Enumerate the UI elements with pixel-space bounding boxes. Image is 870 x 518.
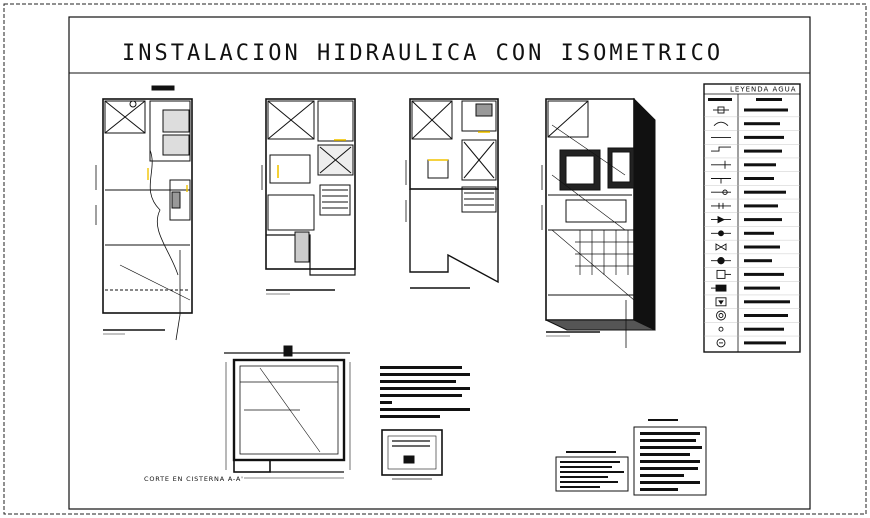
legend-header-left: [708, 98, 732, 101]
legend-row-text: [744, 177, 774, 180]
notes-block-center: [380, 366, 470, 418]
legend-title: LEYENDA AGUA: [730, 86, 797, 94]
sheet-title: INSTALACION HIDRAULICA CON ISOMETRICO: [122, 41, 723, 66]
legend-row-text: [744, 231, 774, 235]
plan-second-accents: [277, 139, 346, 178]
legend-header-right: [756, 98, 782, 101]
legend-row: [704, 116, 800, 127]
legend-rows: [704, 106, 800, 348]
legend-row-text: [744, 149, 782, 153]
down-arrow-box-icon: [715, 297, 727, 307]
legend-row: [704, 267, 800, 279]
target-icon: [716, 310, 726, 321]
legend-row: [704, 308, 800, 321]
check-valve-icon: [711, 215, 731, 224]
legend-row-text: [744, 272, 784, 276]
arc-icon: [713, 121, 729, 127]
valve-circle-icon: [711, 189, 731, 195]
legend-row: [704, 198, 800, 209]
legend-row: [704, 239, 800, 251]
gate-valve-icon: [711, 202, 731, 209]
legend-row-text: [744, 163, 776, 167]
legend-row: [704, 157, 800, 169]
legend-row: [713, 106, 788, 114]
drain-circle-icon: [716, 338, 726, 348]
legend-row-text: [744, 286, 780, 290]
legend-row-text: [744, 218, 782, 222]
notes-block-lower: [555, 451, 629, 492]
legend-row: [704, 294, 800, 307]
cistern-section: [224, 345, 351, 479]
legend-row: [704, 322, 800, 332]
legend-row-text: [744, 259, 772, 263]
legend-row-text: [744, 300, 790, 304]
legend-row-text: [744, 108, 788, 112]
cistern-plan-detail: [381, 429, 443, 480]
legend-row-text: [744, 341, 786, 345]
legend-row: [704, 185, 800, 195]
elbow-icon: [711, 146, 731, 152]
plan-ground-floor: [95, 85, 193, 341]
legend-row: [704, 130, 800, 139]
heater-icon: [711, 284, 727, 292]
legend-row-text: [744, 245, 780, 249]
plan-third-accents: [428, 131, 490, 161]
bowtie-valve-icon: [715, 243, 727, 251]
legend-row: [704, 171, 800, 184]
legend-row: [704, 226, 800, 237]
legend-table: LEYENDA AGUA: [703, 83, 801, 353]
riser-icon: [711, 160, 731, 169]
legend-row-text: [744, 327, 784, 331]
legend-row: [704, 335, 800, 348]
pump-icon: [711, 257, 731, 265]
isometric-view: [541, 97, 656, 348]
isometric-grid: [575, 230, 634, 275]
legend-row-text: [744, 204, 778, 208]
legend-row: [704, 212, 800, 224]
inner-frame: [68, 16, 811, 510]
cistern-section-label: CORTE EN CISTERNA A-A': [144, 475, 244, 483]
legend-row-text: [744, 135, 784, 139]
plan-second-floor: [261, 98, 356, 295]
notes-block-right: [633, 419, 707, 496]
legend-row-text: [744, 122, 780, 126]
globe-valve-icon: [711, 230, 731, 237]
legend-row: [704, 144, 800, 153]
legend-row: [704, 281, 800, 292]
legend-row: [704, 253, 800, 265]
plan-ground-accents: [147, 168, 188, 192]
legend-row-text: [744, 314, 788, 317]
outer-border: [3, 3, 867, 515]
legend-row-text: [744, 190, 786, 194]
plan-third-floor: [405, 98, 499, 289]
meter-icon: [713, 106, 729, 114]
small-circle-icon: [718, 326, 724, 332]
tee-icon: [711, 178, 731, 184]
box-icon: [716, 269, 731, 279]
